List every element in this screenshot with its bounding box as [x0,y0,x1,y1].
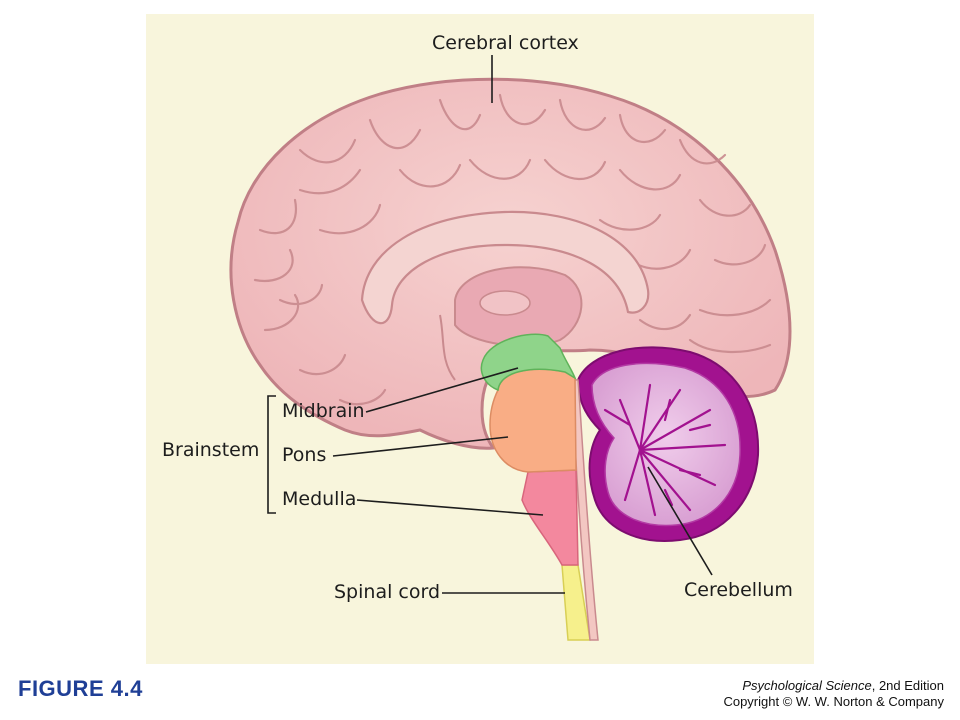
label-cerebellum: Cerebellum [684,579,793,601]
label-medulla: Medulla [282,488,356,510]
figure-credit: Psychological Science, 2nd Edition Copyr… [723,678,944,710]
leader-lines [267,55,713,594]
medulla [521,469,579,566]
leader-medulla [356,499,544,516]
book-title: Psychological Science [742,678,872,693]
pons [489,368,577,473]
midbrain [480,333,577,392]
brainstem-bracket [267,395,276,514]
leader-pons [332,436,509,457]
book-edition: , 2nd Edition [871,678,944,693]
label-brainstem: Brainstem [162,439,259,461]
book-title-line: Psychological Science, 2nd Edition [723,678,944,694]
label-spinal-cord: Spinal cord [334,581,440,603]
label-pons: Pons [282,444,326,466]
spinal-cord [561,379,599,641]
leader-midbrain [365,367,519,413]
figure-label: FIGURE 4.4 [18,676,143,701]
label-cerebral-cortex: Cerebral cortex [432,32,579,54]
cerebellum [576,346,760,542]
copyright-line: Copyright © W. W. Norton & Company [723,694,944,709]
label-midbrain: Midbrain [282,400,365,422]
leader-cerebellum [647,466,713,576]
